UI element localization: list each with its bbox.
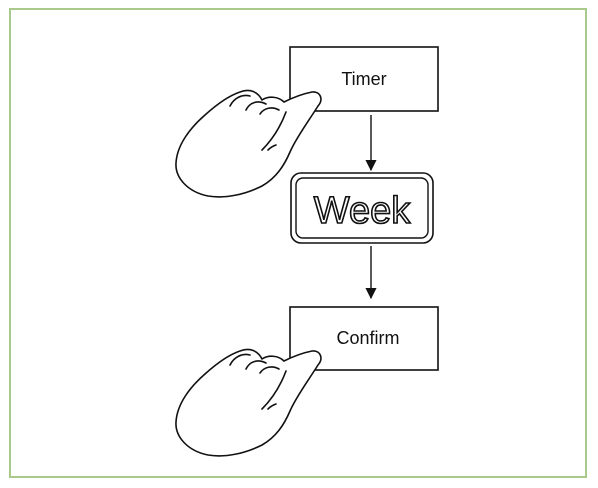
pressing-hand-icon <box>176 349 321 455</box>
week-display: Week <box>291 173 433 243</box>
confirm-button-label: Confirm <box>336 328 399 348</box>
timer-button-label: Timer <box>341 69 386 89</box>
week-display-label: Week <box>314 190 411 232</box>
